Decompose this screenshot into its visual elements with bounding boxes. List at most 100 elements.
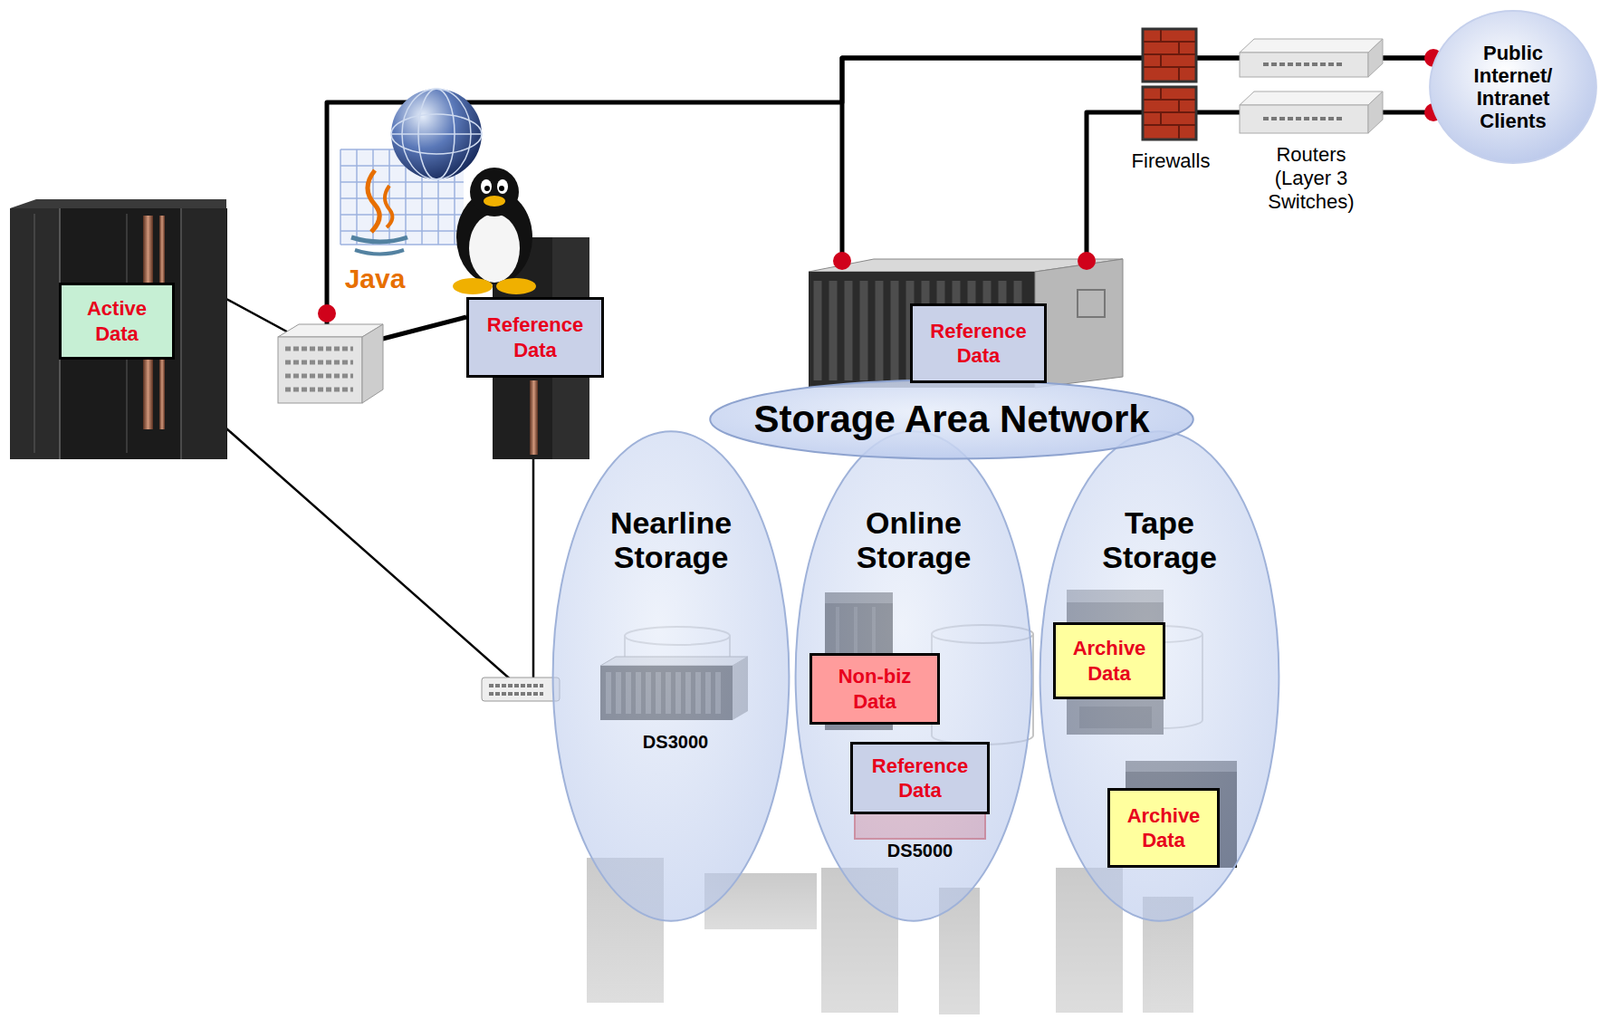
device-label: Firewalls: [1116, 149, 1226, 173]
client-circle-shape: [1429, 10, 1597, 163]
globe-sphere: [391, 88, 482, 180]
penguin-head: [469, 167, 519, 217]
router-ports: [1263, 116, 1345, 121]
cup-body: [354, 249, 404, 255]
mainframe-top: [9, 199, 227, 209]
box-label: Archive Data: [1118, 803, 1209, 853]
penguin-foot: [496, 277, 537, 295]
penguin-body: [456, 190, 533, 285]
cup-steam: [384, 185, 393, 228]
network-switch: [277, 324, 384, 403]
firewall-body: [1142, 28, 1197, 82]
box-label: Non-biz Data: [824, 663, 925, 714]
storage-ellipse-shape: [1040, 431, 1280, 920]
router-front: [1239, 105, 1369, 134]
mainframe-body: [9, 208, 228, 460]
router-front: [1239, 52, 1369, 77]
storage-ellipse-shape: [553, 431, 790, 920]
data-box: Archive Data: [1053, 622, 1166, 700]
penguin-foot: [452, 277, 493, 295]
storage-ellipse-outline: [551, 428, 791, 924]
penguin-pupil: [484, 185, 490, 192]
data-box: Reference Data: [466, 297, 604, 378]
cup-steam: [367, 170, 380, 232]
switch-front: [277, 336, 363, 403]
switch-side: [362, 324, 384, 403]
globe-parallel: [391, 133, 482, 135]
box-label: Active Data: [71, 296, 163, 346]
firewall-bricks: [1143, 87, 1196, 139]
shape-label: Online Storage: [823, 505, 1005, 575]
logo-text-holder: Java: [336, 262, 413, 295]
mainframe: [9, 199, 228, 460]
copper-stripe: [529, 380, 538, 455]
penguin-belly: [469, 213, 520, 283]
mainframe-panel: [9, 208, 60, 460]
shape-label: Nearline Storage: [580, 505, 762, 575]
switch-body: [481, 677, 560, 701]
client-circle: Public Internet/ Intranet Clients: [1428, 9, 1598, 164]
connection-dot: [1077, 251, 1096, 270]
blade-chassis: [808, 258, 1123, 388]
network-ellipse-shape: [709, 380, 1194, 460]
logo-text: Java: [336, 262, 413, 295]
firewall-body: [1142, 86, 1197, 140]
box-label: Reference Data: [479, 312, 592, 363]
storage-ellipse: Tape StorageArchive DataArchive Data: [1038, 428, 1281, 924]
connection-dot: [317, 304, 336, 323]
model-label-holder: DS3000: [630, 731, 721, 754]
model-label: DS5000: [874, 840, 966, 863]
model-label-holder: DS5000: [874, 840, 966, 863]
penguin: [452, 167, 537, 295]
data-box: Non-biz Data: [809, 652, 940, 725]
firewall: [1142, 28, 1197, 82]
connector: [1046, 112, 1429, 345]
penguin-eye: [480, 179, 492, 194]
penguin-eye: [497, 179, 508, 194]
switch-ports: [488, 685, 544, 694]
connection-dots: [317, 48, 1443, 323]
data-box: Reference Data: [910, 303, 1047, 384]
device-label-holder: Routers (Layer 3 Switches): [1252, 143, 1371, 214]
chassis-handle: [1077, 289, 1105, 317]
network-ellipse: Storage Area Network: [707, 379, 1197, 460]
router-top: [1239, 91, 1383, 106]
router-top: [1239, 38, 1383, 53]
router: [1239, 38, 1383, 77]
connection-dot: [833, 251, 852, 270]
penguin-beak: [483, 195, 506, 207]
data-box: Archive Data: [1107, 787, 1220, 868]
mainframe-panel: [181, 208, 227, 460]
router-ports: [1263, 62, 1345, 67]
router-side: [1368, 91, 1383, 134]
data-box: Active Data: [58, 282, 175, 360]
device-label-holder: Firewalls: [1116, 149, 1226, 173]
firewall-bricks: [1143, 29, 1196, 81]
globe-parallel: [391, 114, 482, 154]
penguin-pupil: [498, 185, 505, 192]
data-box: Reference Data: [850, 741, 990, 815]
panel-line: [180, 208, 183, 460]
shape-label: Tape Storage: [1069, 505, 1251, 575]
box-label: Reference Data: [922, 318, 1035, 369]
router-side: [1368, 38, 1383, 77]
model-label: DS3000: [630, 731, 721, 754]
cup-body: [351, 237, 408, 242]
java-cup: [351, 170, 408, 255]
switch-ports: [285, 348, 354, 390]
network-switch: [481, 677, 560, 701]
device-label: Routers (Layer 3 Switches): [1252, 143, 1371, 214]
shape-label: Public Internet/ Intranet Clients: [1462, 41, 1564, 133]
firewall: [1142, 86, 1197, 140]
chassis-side: [1034, 258, 1123, 388]
storage-ellipse: Nearline Storage: [551, 428, 791, 924]
box-label: Reference Data: [863, 753, 977, 804]
router: [1239, 91, 1383, 134]
panel-line: [33, 213, 36, 453]
globe: [391, 88, 482, 180]
shape-label: Storage Area Network: [716, 396, 1188, 442]
box-label: Archive Data: [1063, 635, 1155, 686]
storage-ellipse-shape: [795, 431, 1033, 920]
